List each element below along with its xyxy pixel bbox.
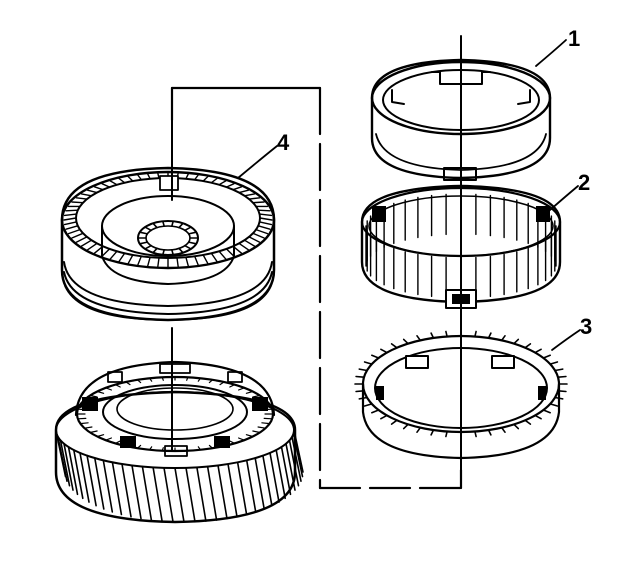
assembly-axis-lines xyxy=(171,35,462,471)
callout-1: 1 xyxy=(568,26,581,51)
callout-4: 4 xyxy=(277,130,290,155)
callout-3: 3 xyxy=(580,314,593,339)
callout-2: 2 xyxy=(578,170,591,195)
callout-leaders xyxy=(237,39,581,351)
assembly-bracket-line xyxy=(170,86,463,490)
synchronizer-hub-sleeve xyxy=(60,166,276,322)
helical-gear xyxy=(54,360,304,524)
